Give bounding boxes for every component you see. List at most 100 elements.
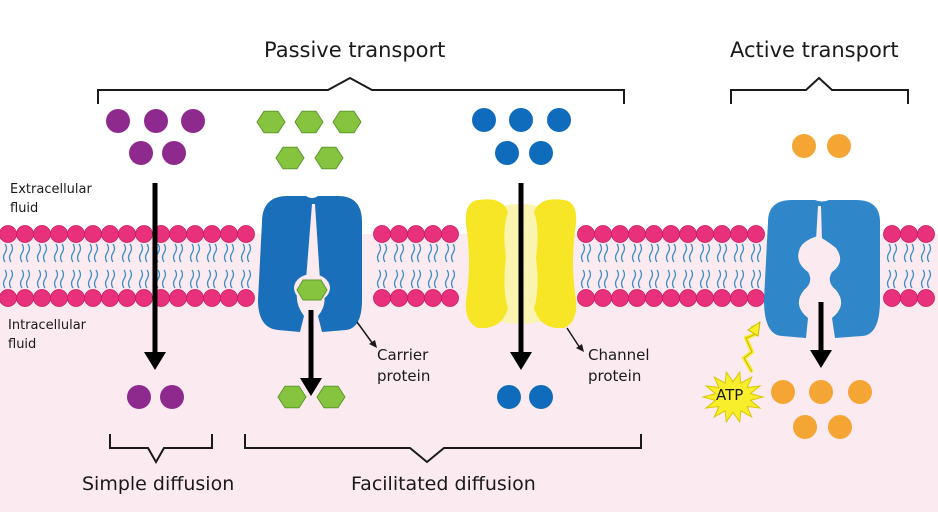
lipid-head bbox=[679, 289, 697, 307]
lipid-tail bbox=[399, 243, 405, 263]
lipid-tail bbox=[733, 269, 739, 289]
lipid-head bbox=[16, 289, 34, 307]
atp-label: ATP bbox=[716, 386, 744, 404]
lipid-head bbox=[407, 225, 425, 243]
lipid-tail bbox=[110, 269, 116, 289]
lipid-head bbox=[186, 289, 204, 307]
lipid-head bbox=[611, 289, 629, 307]
lipid-head bbox=[696, 225, 714, 243]
lipid-tail bbox=[722, 243, 728, 263]
lipid-tail bbox=[603, 269, 609, 289]
lipid-tail bbox=[909, 243, 915, 263]
channel-subunit-left bbox=[465, 199, 508, 329]
lipid-head bbox=[101, 225, 119, 243]
lipid-tail bbox=[53, 243, 59, 263]
intracellular-label-line2: fluid bbox=[8, 337, 37, 352]
lipid-tail bbox=[750, 243, 756, 263]
lipid-tail bbox=[903, 243, 909, 263]
lipid-tail bbox=[614, 243, 620, 263]
carrier-label-line1: Carrier bbox=[377, 346, 429, 364]
lipid-head bbox=[16, 225, 34, 243]
lipid-tail bbox=[756, 269, 762, 289]
lipid-tail bbox=[161, 243, 167, 263]
lipid-tail bbox=[648, 243, 654, 263]
lipid-tail bbox=[223, 269, 229, 289]
lipid-head bbox=[883, 289, 901, 307]
lipid-head bbox=[662, 225, 680, 243]
molecule-channel-outside bbox=[472, 108, 496, 132]
lipid-tail bbox=[410, 269, 416, 289]
lipid-tail bbox=[127, 243, 133, 263]
lipid-tail bbox=[688, 269, 694, 289]
lipid-tail bbox=[920, 243, 926, 263]
carrier-pointer bbox=[356, 321, 377, 348]
lipid-head bbox=[237, 225, 255, 243]
lipid-head bbox=[900, 225, 918, 243]
molecule-active-inside bbox=[793, 415, 817, 439]
lipid-tail bbox=[246, 243, 252, 263]
extracellular-label-line1: Extracellular bbox=[10, 182, 92, 197]
lipid-tail bbox=[665, 269, 671, 289]
lipid-tail bbox=[127, 269, 133, 289]
lipid-tail bbox=[25, 243, 31, 263]
lipid-tail bbox=[450, 243, 456, 263]
lipid-head bbox=[747, 289, 765, 307]
lipid-head bbox=[373, 225, 391, 243]
lipid-head bbox=[594, 225, 612, 243]
molecule-carrier-in-transit bbox=[296, 279, 328, 301]
lipid-tail bbox=[42, 269, 48, 289]
lipid-tail bbox=[76, 269, 82, 289]
lipid-tail bbox=[393, 269, 399, 289]
lipid-tail bbox=[223, 243, 229, 263]
passive-transport-bracket bbox=[97, 76, 625, 104]
facilitated-diffusion-bracket bbox=[244, 434, 642, 464]
lipid-tail bbox=[705, 243, 711, 263]
molecule-simple-outside bbox=[129, 141, 153, 165]
lipid-head bbox=[424, 289, 442, 307]
lipid-head bbox=[67, 225, 85, 243]
molecule-carrier-outside bbox=[332, 110, 362, 134]
lipid-tail bbox=[121, 269, 127, 289]
channel-subunit-right bbox=[534, 199, 577, 329]
molecule-simple-inside bbox=[127, 385, 151, 409]
lipid-tail bbox=[2, 269, 8, 289]
lipid-tail bbox=[189, 269, 195, 289]
carrier-protein-label: Carrier protein bbox=[377, 345, 430, 387]
lipid-tail bbox=[76, 243, 82, 263]
lipid-head bbox=[390, 225, 408, 243]
molecule-simple-outside bbox=[144, 109, 168, 133]
lipid-head bbox=[135, 289, 153, 307]
lipid-tail bbox=[195, 269, 201, 289]
lipid-head bbox=[441, 225, 459, 243]
active-transport-bracket bbox=[730, 76, 909, 104]
lipid-tail bbox=[172, 269, 178, 289]
lipid-head bbox=[441, 289, 459, 307]
lipid-head bbox=[101, 289, 119, 307]
lipid-tail bbox=[144, 269, 150, 289]
lipid-head bbox=[730, 289, 748, 307]
lipid-tail bbox=[586, 269, 592, 289]
molecule-channel-outside bbox=[509, 108, 533, 132]
lipid-tail bbox=[631, 243, 637, 263]
lipid-tail bbox=[110, 243, 116, 263]
lipid-tail bbox=[87, 243, 93, 263]
channel-protein-label: Channel protein bbox=[588, 345, 650, 387]
lipid-tail bbox=[229, 269, 235, 289]
lipid-tail bbox=[36, 243, 42, 263]
molecule-carrier-inside bbox=[277, 385, 307, 409]
lipid-tail bbox=[189, 243, 195, 263]
lipid-tail bbox=[376, 243, 382, 263]
molecule-simple-inside bbox=[160, 385, 184, 409]
molecule-channel-outside bbox=[529, 141, 553, 165]
molecule-channel-outside bbox=[495, 141, 519, 165]
carrier-protein bbox=[258, 196, 362, 332]
lipid-tail bbox=[631, 269, 637, 289]
lipid-tail bbox=[138, 243, 144, 263]
lipid-head bbox=[50, 289, 68, 307]
lipid-tail bbox=[376, 269, 382, 289]
lipid-head bbox=[169, 225, 187, 243]
lipid-tail bbox=[382, 269, 388, 289]
lipid-head bbox=[0, 289, 17, 307]
molecule-simple-outside bbox=[181, 109, 205, 133]
lipid-head bbox=[67, 289, 85, 307]
